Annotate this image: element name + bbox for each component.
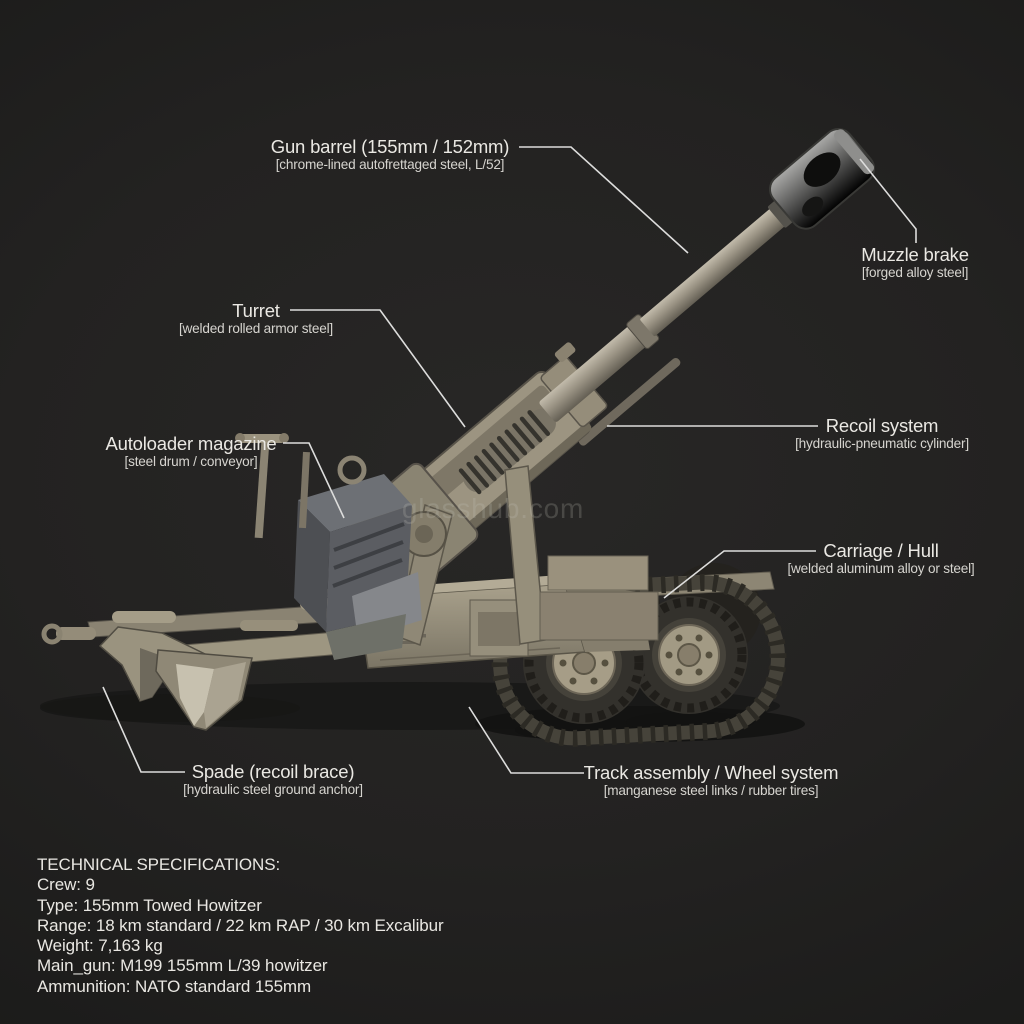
spec-line-main-gun: Main_gun: M199 155mm L/39 howitzer [37,956,328,976]
callout-subtitle: [welded aluminum alloy or steel] [787,561,975,576]
callout-autoloader-magazine: Autoloader magazine [steel drum / convey… [105,433,276,470]
callout-gun-barrel: Gun barrel (155mm / 152mm) [chrome-lined… [270,136,510,173]
leader-carriage [663,550,816,599]
callout-subtitle: [steel drum / conveyor] [124,454,258,469]
callout-track-assembly: Track assembly / Wheel system [manganese… [584,762,839,799]
callout-muzzle-brake: Muzzle brake [forged alloy steel] [861,244,969,281]
callout-subtitle: [welded rolled armor steel] [178,321,334,336]
spec-line-range: Range: 18 km standard / 22 km RAP / 30 k… [37,915,444,935]
specs-heading: TECHNICAL SPECIFICATIONS: [37,855,281,874]
callout-title: Spade (recoil brace) [191,761,355,782]
leader-track [468,706,584,774]
spade-blades [98,626,253,731]
callout-subtitle: [hydraulic-pneumatic cylinder] [795,436,969,451]
gun-barrel-tube [640,202,793,336]
leader-lines [102,146,917,774]
watermark: glasshub.com [401,493,585,524]
callout-spade: Spade (recoil brace) [hydraulic steel gr… [183,761,363,798]
callout-subtitle: [chrome-lined autofrettaged steel, L/52] [275,157,505,172]
callout-title: Gun barrel (155mm / 152mm) [270,136,510,157]
technical-specifications: TECHNICAL SPECIFICATIONS: Crew: 9 Type: … [37,855,444,997]
leader-autoloader [283,442,345,519]
callout-title: Autoloader magazine [105,433,277,454]
leader-muzzle-brake [859,158,917,243]
callout-title: Turret [232,300,280,321]
leader-gun-barrel [519,146,689,254]
callout-subtitle: [manganese steel links / rubber tires] [603,783,819,798]
callout-subtitle: [forged alloy steel] [861,265,969,280]
spec-line-weight: Weight: 7,163 kg [37,936,163,956]
tow-lunette [56,627,96,640]
callout-title: Carriage / Hull [823,540,939,561]
callout-title: Muzzle brake [861,244,969,265]
spec-line-ammunition: Ammunition: NATO standard 155mm [37,976,312,996]
wheel-rear [630,596,748,714]
callout-turret: Turret [welded rolled armor steel] [179,300,333,337]
leader-spade [102,686,185,773]
gun-barrel-jacket [539,324,648,422]
callout-carriage-hull: Carriage / Hull [welded aluminum alloy o… [787,540,974,577]
callout-recoil-system: Recoil system [hydraulic-pneumatic cylin… [795,415,969,452]
callout-subtitle: [hydraulic steel ground anchor] [183,782,363,797]
callout-title: Track assembly / Wheel system [583,762,839,783]
handwheel [337,455,367,485]
spec-line-type: Type: 155mm Towed Howitzer [37,895,262,915]
autoloader-magazine-box [294,474,422,660]
elevation-handles [235,433,367,539]
callout-title: Recoil system [825,415,939,436]
spec-line-crew: Crew: 9 [37,875,95,895]
leader-turret [290,309,466,428]
